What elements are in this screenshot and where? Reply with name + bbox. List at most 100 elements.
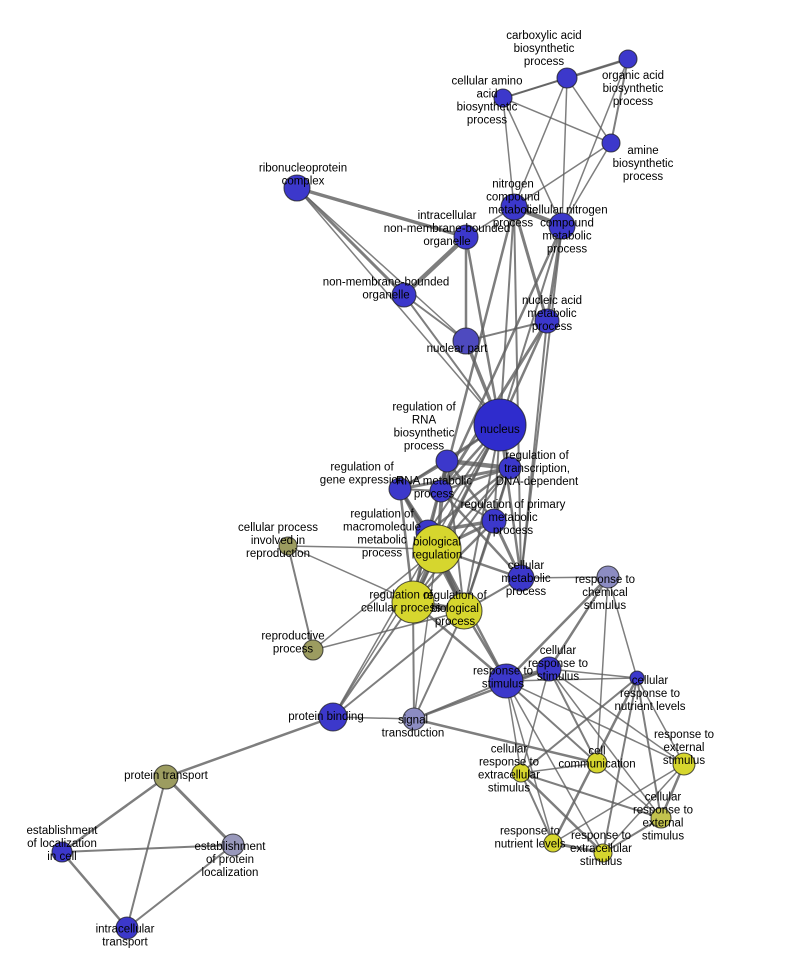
node-establishment_protein_localization[interactable] xyxy=(221,833,245,857)
edge-nitrogen_compound_metabolic--cellular_metabolic xyxy=(513,206,522,579)
node-intracellular_nmb_organelle[interactable] xyxy=(453,224,479,250)
node-regulation_rna_biosynthetic[interactable] xyxy=(435,449,459,473)
edge-response_stimulus--cellular_response_nutrient xyxy=(505,677,638,682)
node-nucleic_acid_metabolic[interactable] xyxy=(534,308,560,334)
edge-nucleic_acid_metabolic--cellular_metabolic xyxy=(520,320,548,579)
node-regulation_primary_metabolic[interactable] xyxy=(481,508,507,534)
node-regulation_biological_process[interactable] xyxy=(445,592,483,630)
node-response_chemical[interactable] xyxy=(596,565,620,589)
edge-protein_binding--protein_transport xyxy=(164,715,335,779)
node-establishment_localization_cell[interactable] xyxy=(51,841,73,863)
edge-nitrogen_compound_metabolic--rna_metabolic xyxy=(439,205,516,493)
node-protein_binding[interactable] xyxy=(318,702,348,732)
node-cellular_metabolic[interactable] xyxy=(507,564,535,592)
edge-establishment_localization_cell--establishment_protein_localization xyxy=(61,844,234,853)
edge-ribonucleoprotein_complex--nuclear_part xyxy=(296,187,467,342)
node-protein_transport[interactable] xyxy=(153,764,179,790)
edge-signal_transduction--cell_communication xyxy=(412,717,599,765)
node-ribonucleoprotein_complex[interactable] xyxy=(283,174,311,202)
node-intracellular_transport[interactable] xyxy=(115,916,139,940)
node-response_extracellular[interactable] xyxy=(593,843,613,863)
edge-signal_transduction--regulation_biological_process xyxy=(413,610,465,720)
node-nmb_organelle[interactable] xyxy=(391,282,417,308)
edge-carboxylic_acid_biosynthetic--amine_biosynthetic xyxy=(566,77,612,144)
edge-layer xyxy=(60,57,686,930)
node-cellular_response_stimulus[interactable] xyxy=(536,656,562,682)
edge-cellular_response_extracellular--response_nutrient_levels xyxy=(520,772,554,844)
node-nucleus[interactable] xyxy=(473,398,527,452)
edge-cellular_response_stimulus--response_chemical xyxy=(547,575,610,671)
node-cellular_amino_acid_biosynthetic[interactable] xyxy=(493,88,513,108)
edge-response_chemical--cellular_response_nutrient xyxy=(607,576,638,679)
edge-carboxylic_acid_biosynthetic--nitrogen_compound_metabolic xyxy=(513,77,568,208)
node-signal_transduction[interactable] xyxy=(402,707,426,731)
node-carboxylic_acid_biosynthetic[interactable] xyxy=(556,67,578,89)
edge-cellular_nitrogen_compound_metabolic--rna_metabolic xyxy=(439,224,564,493)
edge-amine_biosynthetic--cellular_nitrogen_compound_metabolic xyxy=(561,142,612,227)
node-response_nutrient_levels[interactable] xyxy=(543,833,563,853)
node-response_external[interactable] xyxy=(672,752,696,776)
node-cellular_process_reproduction[interactable] xyxy=(278,536,298,556)
edge-protein_binding--regulation_cellular_process xyxy=(332,601,414,718)
edge-nmb_organelle--nucleus xyxy=(403,294,501,426)
node-response_stimulus[interactable] xyxy=(488,663,524,699)
node-cellular_response_nutrient[interactable] xyxy=(629,670,645,686)
edge-regulation_rna_biosynthetic--regulation_primary_metabolic xyxy=(445,459,496,523)
node-organic_acid_biosynthetic[interactable] xyxy=(618,49,638,69)
node-nitrogen_compound_metabolic[interactable] xyxy=(500,193,528,221)
node-cellular_nitrogen_compound_metabolic[interactable] xyxy=(548,212,576,240)
edge-cellular_response_extracellular--cell_communication xyxy=(520,762,598,774)
edge-cellular_response_stimulus--signal_transduction xyxy=(412,667,551,721)
edge-response_stimulus--response_extracellular xyxy=(505,680,604,854)
node-reproductive_process[interactable] xyxy=(302,639,324,661)
node-label-nucleus: nucleus xyxy=(480,424,520,436)
edge-cellular_response_nutrient--cellular_response_extracellular xyxy=(520,677,638,774)
node-cellular_response_external[interactable] xyxy=(650,807,672,829)
edge-cellular_response_nutrient--response_extracellular xyxy=(602,677,638,854)
node-rna_metabolic[interactable] xyxy=(429,479,453,503)
node-amine_biosynthetic[interactable] xyxy=(601,133,621,153)
edge-nitrogen_compound_metabolic--nucleic_acid_metabolic xyxy=(512,205,549,323)
node-cell_communication[interactable] xyxy=(586,752,608,774)
edge-cellular_process_reproduction--regulation_cellular_process xyxy=(287,545,414,603)
node-regulation_gene_expression[interactable] xyxy=(388,477,412,501)
edge-regulation_transcription_dna--regulation_macromolecule_metabolic xyxy=(426,466,512,534)
node-regulation_transcription_dna[interactable] xyxy=(498,456,522,480)
node-nuclear_part[interactable] xyxy=(452,327,480,355)
edge-response_stimulus--response_nutrient_levels xyxy=(505,680,554,844)
edge-cellular_process_reproduction--biological_regulation xyxy=(287,545,438,550)
node-biological_regulation[interactable] xyxy=(412,524,462,574)
edge-response_chemical--cell_communication xyxy=(596,576,609,764)
edge-protein_transport--intracellular_transport xyxy=(126,776,167,929)
edge-cellular_amino_acid_biosynthetic--amine_biosynthetic xyxy=(502,97,612,144)
edge-regulation_transcription_dna--regulation_cellular_process xyxy=(412,467,511,603)
node-cellular_response_extracellular[interactable] xyxy=(511,763,531,783)
edge-organic_acid_biosynthetic--amine_biosynthetic xyxy=(610,58,629,144)
edge-nucleic_acid_metabolic--nuclear_part xyxy=(465,320,548,342)
edge-establishment_localization_cell--intracellular_transport xyxy=(60,850,129,930)
node-regulation_cellular_process[interactable] xyxy=(391,580,435,624)
edge-cellular_response_stimulus--cellular_response_nutrient xyxy=(548,668,638,679)
